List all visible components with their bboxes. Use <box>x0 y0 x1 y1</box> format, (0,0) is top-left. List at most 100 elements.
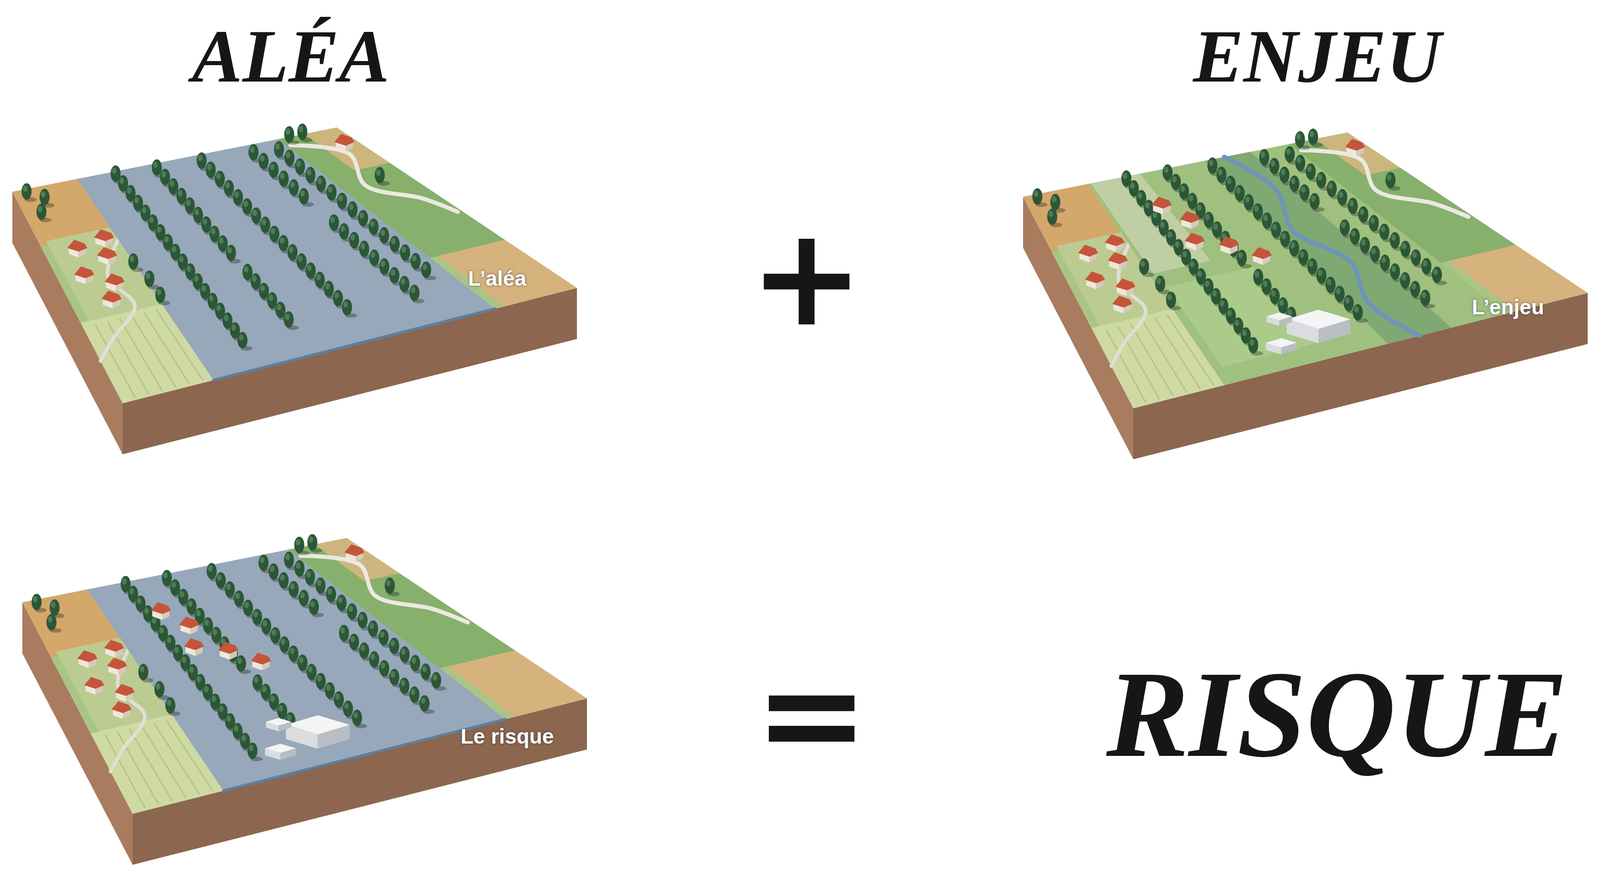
tree-crown <box>1316 171 1327 189</box>
house-roof <box>1219 236 1240 249</box>
tree-highlight <box>1401 242 1407 250</box>
tree-highlight <box>269 565 275 573</box>
tree-crown <box>196 152 207 170</box>
tree-crown <box>352 709 363 727</box>
tree-crown <box>1216 166 1227 184</box>
tree-crown <box>288 645 299 663</box>
tree-crown <box>410 654 421 672</box>
tree-highlight <box>1227 309 1232 317</box>
tree-crown <box>250 273 261 290</box>
flood-water <box>87 549 505 791</box>
terrain-block: Le risque <box>22 538 587 865</box>
tree-highlight <box>1260 151 1266 158</box>
terrain-block-art <box>12 123 577 455</box>
tree-highlight <box>153 161 158 169</box>
tree-highlight <box>1361 239 1366 246</box>
tree-crown <box>154 681 165 698</box>
tree-crown <box>1295 154 1306 172</box>
tree-crown <box>368 218 379 236</box>
tree-highlight <box>340 627 345 634</box>
tree-highlight <box>360 242 366 250</box>
tree-highlight <box>269 164 275 171</box>
tree-crown <box>258 153 269 170</box>
tree-highlight <box>1280 169 1286 176</box>
tree-highlight <box>216 304 222 312</box>
tree-highlight <box>400 277 406 285</box>
house-roof <box>97 247 118 260</box>
tree-crown <box>324 280 335 298</box>
tree-highlight <box>1290 242 1296 249</box>
tree-crown <box>237 332 248 349</box>
tree-crown <box>1269 158 1280 175</box>
tree-crown <box>1353 304 1364 321</box>
tree-highlight <box>1291 177 1296 185</box>
tree-highlight <box>259 155 265 162</box>
tree-highlight <box>41 191 46 198</box>
tree-highlight <box>1412 251 1417 258</box>
tree-highlight <box>338 195 344 202</box>
house-roof <box>1107 252 1128 265</box>
river-line <box>1224 157 1420 336</box>
tree-crown <box>1047 208 1058 226</box>
field <box>1091 173 1211 274</box>
tree-highlight <box>359 212 365 219</box>
tree-highlight <box>216 574 222 582</box>
tree-crown <box>1234 185 1245 202</box>
tree-highlight <box>186 265 191 273</box>
tree-highlight <box>317 177 322 185</box>
tree-crown <box>1139 258 1150 275</box>
tree-crown <box>1410 249 1421 266</box>
tree-crown <box>349 633 360 651</box>
tree-highlight <box>1145 201 1150 209</box>
tree-crown <box>297 123 308 140</box>
tree-highlight <box>340 225 345 232</box>
tree-crown <box>1289 175 1300 192</box>
tree-crown <box>275 301 286 319</box>
tree-crown <box>294 536 305 554</box>
tree-crown <box>1203 211 1215 229</box>
tree-crown <box>1170 173 1181 191</box>
tree-highlight <box>421 697 426 705</box>
tree-crown <box>297 654 308 672</box>
tree-crown <box>1369 245 1380 263</box>
tree-highlight <box>390 237 396 245</box>
tree-highlight <box>1281 233 1287 240</box>
tree-highlight <box>308 536 314 543</box>
tree-highlight <box>1299 251 1305 258</box>
tree-highlight <box>275 143 280 150</box>
tree-highlight <box>385 580 391 587</box>
field <box>314 538 400 582</box>
house-roof <box>251 652 272 665</box>
tree-crown <box>211 627 222 644</box>
tree-highlight <box>253 676 259 684</box>
house-roof <box>1115 278 1136 291</box>
tree-highlight <box>330 216 335 224</box>
tree-highlight <box>422 263 428 271</box>
tree-crown <box>400 244 411 261</box>
tree-highlight <box>390 671 396 678</box>
tree-highlight <box>1217 169 1223 176</box>
tree-crown <box>1187 192 1198 210</box>
tree-highlight <box>151 617 157 624</box>
tree-crown <box>1307 128 1318 145</box>
tree-crown <box>159 168 170 186</box>
tree-crown <box>1420 289 1431 307</box>
tree-highlight <box>155 683 161 690</box>
tree-crown <box>268 161 279 179</box>
tree-highlight <box>1235 187 1241 194</box>
terrain-block-art <box>1023 128 1588 460</box>
tree-crown <box>284 149 295 167</box>
tree-highlight <box>1167 293 1173 301</box>
tree-crown <box>1295 131 1306 148</box>
tree-highlight <box>308 666 313 673</box>
tree-crown <box>308 598 319 616</box>
tree-crown <box>1385 172 1396 189</box>
tree-highlight <box>316 579 322 587</box>
tree-highlight <box>253 611 258 618</box>
tree-highlight <box>1317 269 1323 277</box>
tree-highlight <box>285 554 290 561</box>
tree-crown <box>1409 280 1420 298</box>
tree-highlight <box>1354 306 1359 314</box>
tree-crown <box>201 216 212 233</box>
field <box>304 127 390 171</box>
